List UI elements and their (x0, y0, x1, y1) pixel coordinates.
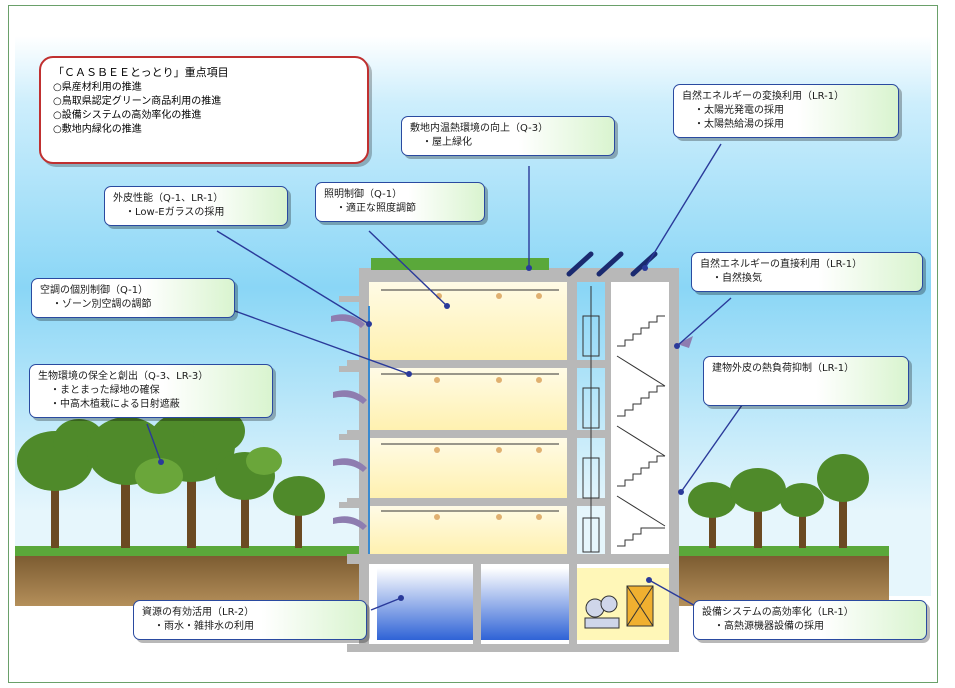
equipment (584, 585, 654, 629)
key-items-title: 「ＣＡＳＢＥＥとっとり」重点項目 (53, 66, 229, 79)
callout-title: 敷地内温熱環境の向上（Q-3） (410, 123, 549, 134)
callout-title: 資源の有効活用（LR-2） (142, 607, 255, 618)
callout-item: ・太陽光発電の採用 (694, 105, 784, 116)
stairs (616, 315, 666, 547)
callout-item: ・ゾーン別空調の調節 (52, 299, 152, 310)
elevator (582, 286, 600, 553)
callout-title: 設備システムの高効率化（LR-1） (702, 607, 854, 618)
ground-left (15, 554, 361, 606)
callout-title: 空調の個別制御（Q-1） (40, 285, 149, 296)
ground-right (679, 554, 889, 606)
callout-envelope: 外皮性能（Q-1、LR-1） ・Low-Eガラスの採用 (104, 186, 288, 226)
callout-title: 建物外皮の熱負荷抑制（LR-1） (712, 363, 855, 374)
callout-heat-load: 建物外皮の熱負荷抑制（LR-1） (703, 356, 909, 406)
callout-natural-conversion: 自然エネルギーの変換利用（LR-1） ・太陽光発電の採用 ・太陽熱給湯の採用 (673, 84, 899, 138)
callout-item: ・屋上緑化 (422, 137, 472, 148)
key-item: ○県産材利用の推進 (53, 82, 142, 93)
callout-resources: 資源の有効活用（LR-2） ・雨水・雑排水の利用 (133, 600, 367, 640)
trees-left (51, 468, 302, 548)
callout-natural-direct: 自然エネルギーの直接利用（LR-1） ・自然換気 (691, 252, 923, 292)
diagram-frame: 「ＣＡＳＢＥＥとっとり」重点項目 ○県産材利用の推進 ○鳥取県認定グリーン商品利… (8, 5, 938, 683)
callout-title: 照明制御（Q-1） (324, 189, 403, 200)
callout-title: 生物環境の保全と創出（Q-3、LR-3） (38, 371, 209, 382)
wind-arrows (331, 314, 693, 530)
leader-dots (158, 265, 684, 601)
callout-equipment: 設備システムの高効率化（LR-1） ・高熱源機器設備の採用 (693, 600, 927, 640)
callout-item: ・太陽熱給湯の採用 (694, 119, 784, 130)
key-item: ○鳥取県認定グリーン商品利用の推進 (53, 96, 222, 107)
callout-hvac: 空調の個別制御（Q-1） ・ゾーン別空調の調節 (31, 278, 235, 318)
callout-item: ・高熱源機器設備の採用 (714, 621, 824, 632)
key-items-box: 「ＣＡＳＢＥＥとっとり」重点項目 ○県産材利用の推進 ○鳥取県認定グリーン商品利… (39, 56, 369, 164)
callout-title: 自然エネルギーの変換利用（LR-1） (682, 91, 845, 102)
callout-item: ・適正な照度調節 (336, 203, 416, 214)
leader-lines (146, 143, 748, 611)
grass-left (15, 546, 361, 556)
key-item: ○敷地内緑化の推進 (53, 124, 142, 135)
callout-title: 外皮性能（Q-1、LR-1） (113, 193, 224, 204)
key-item: ○設備システムの高効率化の推進 (53, 110, 202, 121)
callout-title: 自然エネルギーの直接利用（LR-1） (700, 259, 863, 270)
trees-right (709, 488, 847, 548)
callout-biodiversity: 生物環境の保全と創出（Q-3、LR-3） ・まとまった緑地の確保 ・中高木植栽に… (29, 364, 273, 418)
grass-right (679, 546, 889, 556)
callout-lighting: 照明制御（Q-1） ・適正な照度調節 (315, 182, 485, 222)
tree-crowns-right (688, 454, 869, 518)
callout-item: ・中高木植栽による日射遮蔽 (50, 399, 180, 410)
tree-crowns-left (17, 409, 325, 516)
callout-item: ・自然換気 (712, 273, 762, 284)
light-fixtures (434, 293, 542, 520)
callout-thermal: 敷地内温熱環境の向上（Q-3） ・屋上緑化 (401, 116, 615, 156)
callout-item: ・Low-Eガラスの採用 (125, 207, 225, 218)
callout-item: ・まとまった緑地の確保 (50, 385, 160, 396)
building (339, 258, 679, 652)
callout-item: ・雨水・雑排水の利用 (154, 621, 254, 632)
